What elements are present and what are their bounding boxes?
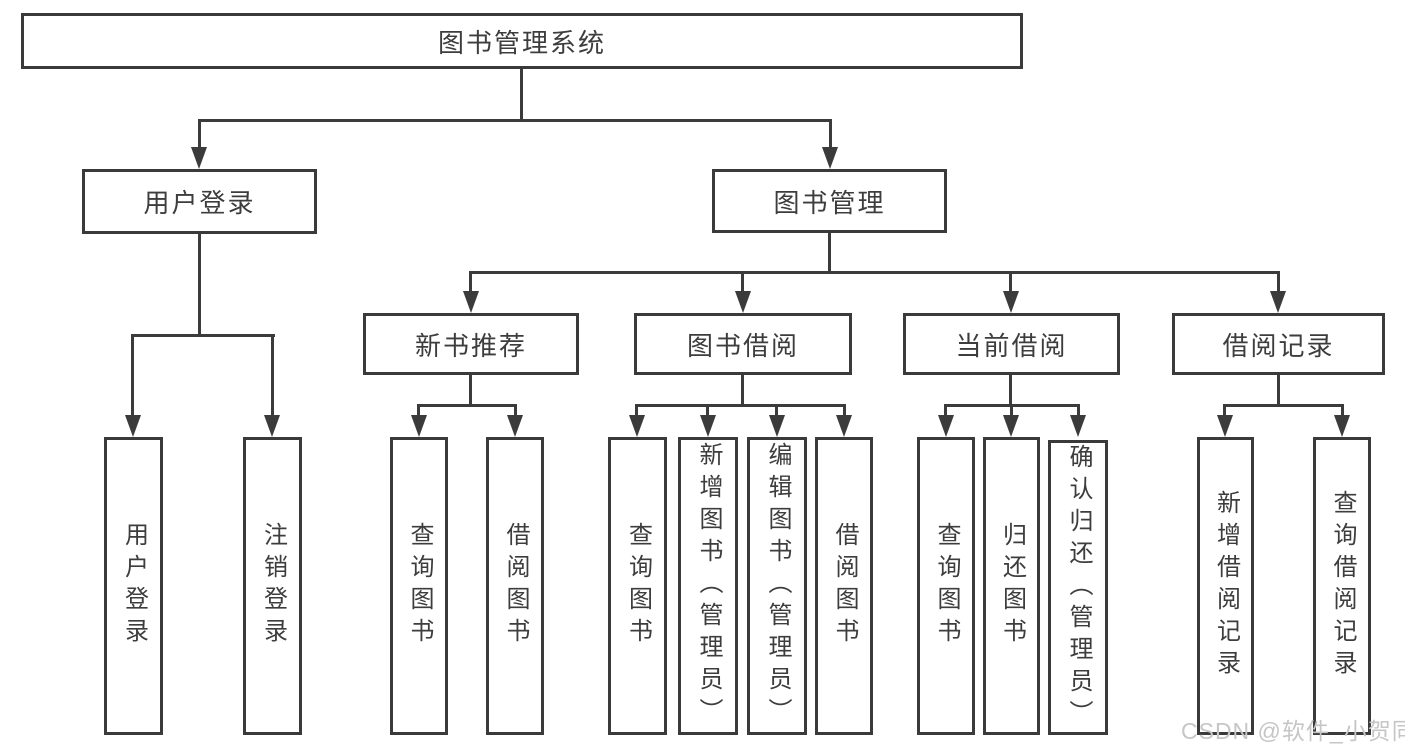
leaf-query-book-recommend: 查询图书 <box>390 437 448 735</box>
connector-line <box>1009 373 1012 407</box>
connector-line <box>1009 271 1012 293</box>
leaf-label: 注销登录 <box>259 522 287 650</box>
arrowhead-icon <box>507 415 523 437</box>
leaf-query-borrow-record: 查询借阅记录 <box>1313 437 1371 735</box>
leaf-add-book-admin: 新增图书（管理员） <box>678 437 738 735</box>
connector-line <box>1341 404 1344 417</box>
connector-line <box>469 271 472 293</box>
leaf-label: 编辑图书（管理员） <box>764 442 791 730</box>
connector-line <box>514 404 517 417</box>
connector-line <box>1010 404 1013 417</box>
connector-line <box>131 334 275 337</box>
csdn-watermark: CSDN @软件_小贺同学 <box>1181 718 1405 744</box>
leaf-confirm-return-admin: 确认归还（管理员） <box>1048 440 1108 735</box>
leaf-edit-book-admin: 编辑图书（管理员） <box>747 437 807 735</box>
node-borrowing-records: 借阅记录 <box>1172 313 1385 375</box>
arrowhead-icon <box>629 415 645 437</box>
leaf-label: 借阅图书 <box>831 522 858 650</box>
leaf-label: 新增借阅记录 <box>1212 490 1240 682</box>
leaf-query-book-current: 查询图书 <box>917 437 975 735</box>
connector-line <box>1277 373 1280 407</box>
connector-line <box>469 271 1280 274</box>
connector-line <box>417 404 517 407</box>
leaf-label: 查询图书 <box>624 522 652 650</box>
arrowhead-icon <box>836 415 852 437</box>
arrowhead-icon <box>769 415 785 437</box>
arrowhead-icon <box>191 147 207 169</box>
node-label: 借阅记录 <box>1222 330 1335 361</box>
leaf-logout: 注销登录 <box>243 437 302 735</box>
leaf-label: 查询借阅记录 <box>1329 490 1356 682</box>
leaf-add-borrow-record: 新增借阅记录 <box>1197 437 1254 735</box>
connector-line <box>198 119 201 149</box>
arrowhead-icon <box>264 415 280 437</box>
node-new-book-recommend: 新书推荐 <box>363 313 579 375</box>
node-user-login: 用户登录 <box>82 169 317 234</box>
arrowhead-icon <box>700 415 716 437</box>
arrowhead-icon <box>1003 415 1019 437</box>
leaf-borrow-book-borrowing: 借阅图书 <box>815 437 873 735</box>
arrowhead-icon <box>1070 415 1086 437</box>
connector-line <box>520 67 523 121</box>
arrowhead-icon <box>938 415 954 437</box>
connector-line <box>271 334 274 417</box>
connector-line <box>198 233 201 337</box>
connector-line <box>198 119 832 122</box>
node-label: 图书管理系统 <box>437 27 606 58</box>
node-label: 图书管理 <box>773 187 886 218</box>
leaf-label: 用户登录 <box>120 522 148 650</box>
node-book-management-system: 图书管理系统 <box>21 13 1023 69</box>
connector-line <box>829 119 832 149</box>
leaf-label: 借阅图书 <box>502 522 529 650</box>
arrowhead-icon <box>463 291 479 313</box>
leaf-user-login: 用户登录 <box>104 437 163 735</box>
connector-line <box>1077 404 1080 417</box>
connector-line <box>131 334 134 417</box>
connector-line <box>843 404 846 417</box>
leaf-label: 确认归还（管理员） <box>1065 443 1092 732</box>
arrowhead-icon <box>1334 415 1350 437</box>
connector-line <box>741 373 744 407</box>
leaf-label: 归还图书 <box>998 522 1026 650</box>
connector-line <box>469 373 472 407</box>
connector-line <box>828 231 831 274</box>
connector-line <box>1223 404 1344 407</box>
connector-line <box>1277 271 1280 293</box>
leaf-query-book-borrowing: 查询图书 <box>608 437 667 735</box>
node-book-borrowing: 图书借阅 <box>634 313 852 375</box>
arrowhead-icon <box>1270 291 1286 313</box>
connector-line <box>775 404 778 417</box>
leaf-borrow-book-recommend: 借阅图书 <box>486 437 544 735</box>
node-label: 当前借阅 <box>955 330 1068 361</box>
node-current-borrowing: 当前借阅 <box>903 313 1120 375</box>
arrowhead-icon <box>125 415 141 437</box>
leaf-label: 查询图书 <box>406 522 433 650</box>
node-label: 新书推荐 <box>414 330 527 361</box>
node-label: 用户登录 <box>143 188 256 218</box>
node-label: 图书借阅 <box>686 330 799 361</box>
arrowhead-icon <box>735 291 751 313</box>
leaf-label: 查询图书 <box>933 522 960 650</box>
connector-line <box>635 404 638 417</box>
arrowhead-icon <box>1003 291 1019 313</box>
connector-line <box>944 404 947 417</box>
arrowhead-icon <box>1217 415 1233 437</box>
arrowhead-icon <box>411 415 427 437</box>
connector-line <box>741 271 744 293</box>
connector-line <box>1223 404 1226 417</box>
node-book-management: 图书管理 <box>712 169 947 233</box>
connector-line <box>635 404 846 407</box>
leaf-return-book: 归还图书 <box>983 437 1040 735</box>
connector-line <box>706 404 709 417</box>
connector-line <box>417 404 420 417</box>
arrowhead-icon <box>822 147 838 169</box>
leaf-label: 新增图书（管理员） <box>695 442 722 730</box>
